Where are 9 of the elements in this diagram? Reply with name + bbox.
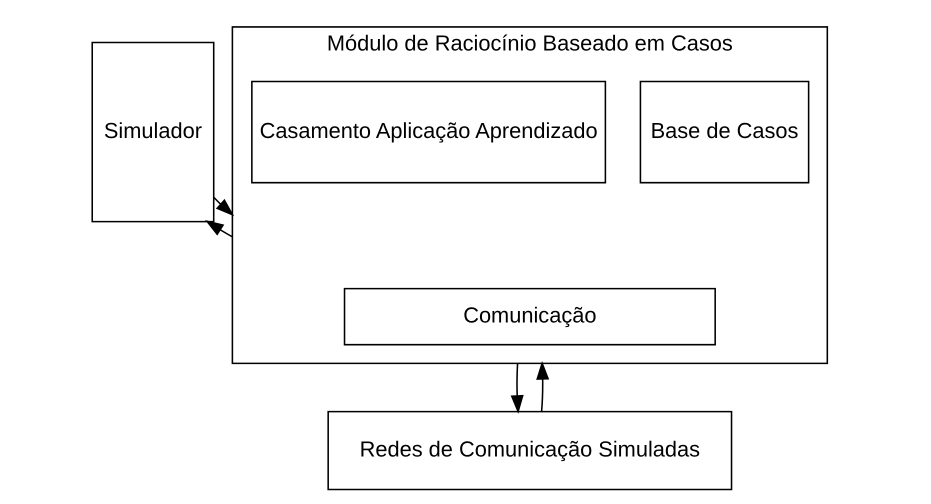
node-box: Base de Casos <box>639 80 809 184</box>
node-box: Comunicação <box>343 288 716 346</box>
arrow <box>536 361 549 412</box>
arrow <box>510 363 524 414</box>
arrow <box>204 220 232 238</box>
node-box: Simulador <box>90 42 214 222</box>
node-box: Casamento Aplicação Aprendizado <box>250 80 606 184</box>
arrow <box>212 196 234 216</box>
node-box: Redes de Comunicação Simuladas <box>326 410 732 490</box>
